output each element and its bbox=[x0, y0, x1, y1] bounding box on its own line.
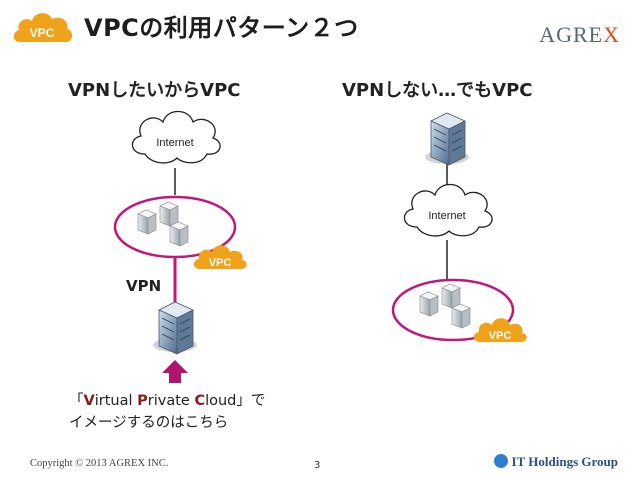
left-internet-cloud: Internet bbox=[131, 110, 221, 164]
it-holdings-logo: IT Holdings Group bbox=[493, 454, 618, 470]
copyright: Copyright © 2013 AGREX INC. bbox=[30, 458, 169, 469]
vpn-label: VPN bbox=[126, 277, 162, 295]
globe-icon bbox=[493, 454, 508, 468]
left-vpc-badge: VPC bbox=[193, 245, 247, 269]
caption-rivate: rivate bbox=[147, 393, 195, 409]
caption-c: C bbox=[194, 393, 206, 409]
page-title: VPCの利用パターン２つ bbox=[84, 14, 359, 42]
page-number: 3 bbox=[314, 460, 321, 471]
right-heading: VPNしない…でもVPC bbox=[342, 80, 533, 101]
right-internet-cloud: Internet bbox=[403, 183, 493, 237]
right-onprem-rack bbox=[425, 112, 469, 166]
group-name: IT Holdings Group bbox=[511, 454, 618, 469]
svg-text:Internet: Internet bbox=[156, 137, 193, 149]
svg-text:Internet: Internet bbox=[428, 210, 465, 222]
caption-loud: loud」で bbox=[205, 393, 266, 409]
caption: 「Virtual Private Cloud」で イメージするのはこちら bbox=[69, 390, 265, 434]
caption-bracket: 「 bbox=[69, 393, 84, 409]
vpc-cloud-badge: VPC bbox=[13, 13, 73, 42]
caption-line-2: イメージするのはこちら bbox=[69, 415, 229, 431]
left-onprem-rack bbox=[153, 301, 197, 355]
up-arrow bbox=[162, 360, 188, 383]
logo-x: X bbox=[603, 22, 620, 47]
svg-text:VPC: VPC bbox=[30, 26, 55, 40]
caption-v: V bbox=[83, 393, 95, 409]
logo-text: AGRE bbox=[539, 22, 604, 47]
caption-line-1: 「Virtual Private Cloud」で bbox=[69, 390, 265, 412]
caption-p: P bbox=[137, 393, 148, 409]
caption-irtual: irtual bbox=[94, 393, 138, 409]
right-vpc-badge: VPC bbox=[473, 318, 527, 342]
svg-text:VPC: VPC bbox=[489, 330, 512, 342]
left-heading: VPNしたいからVPC bbox=[68, 80, 241, 101]
agrex-logo: AGREX bbox=[539, 22, 620, 48]
svg-text:VPC: VPC bbox=[209, 257, 232, 269]
